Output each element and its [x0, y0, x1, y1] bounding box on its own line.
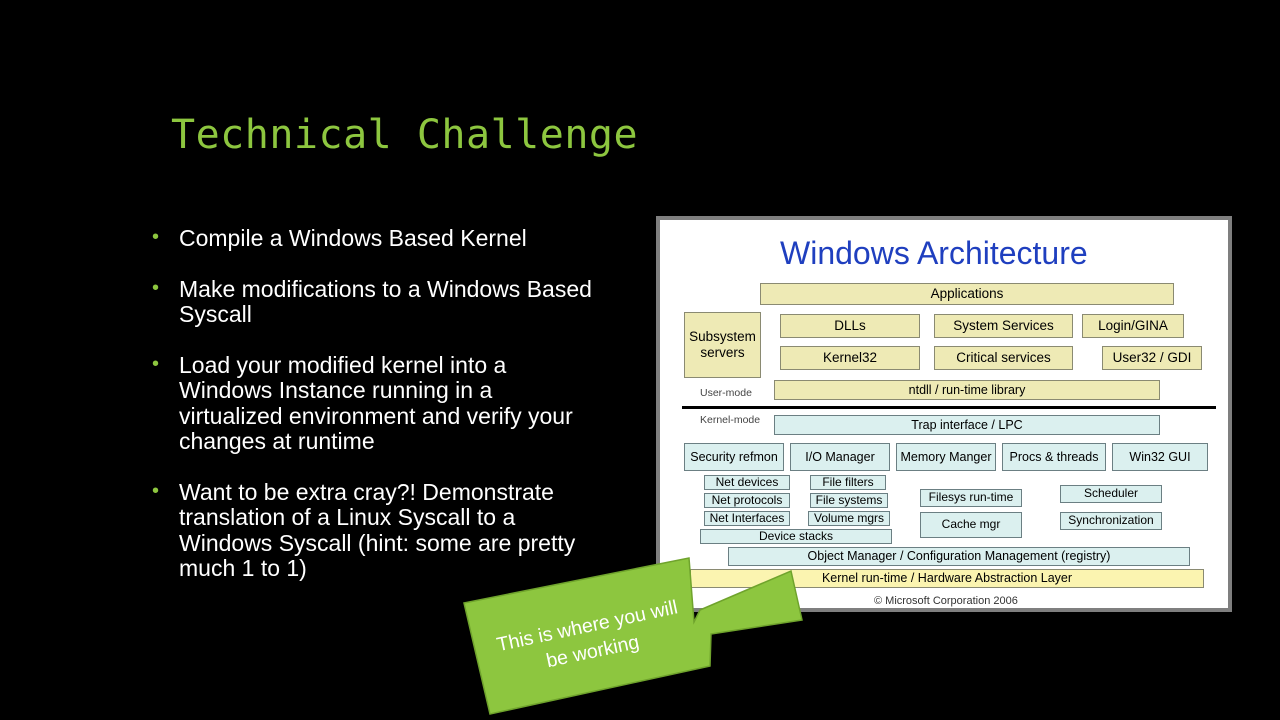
bullet-item: •Want to be extra cray?! Demonstrate tra… — [152, 478, 576, 581]
box-user32-gdi: User32 / GDI — [1102, 346, 1202, 370]
bullet-dot-icon: • — [152, 479, 160, 502]
diagram-canvas: Windows Architecture Applications Subsys… — [660, 220, 1228, 608]
bullet-item: •Load your modified kernel into a Window… — [152, 351, 573, 454]
box-kernel32: Kernel32 — [780, 346, 920, 370]
box-trap-interface: Trap interface / LPC — [774, 415, 1160, 435]
box-filesys-runtime: Filesys run-time — [920, 489, 1022, 507]
box-applications: Applications — [760, 283, 1174, 305]
bullet-item: •Compile a Windows Based Kernel — [152, 225, 527, 251]
box-login-gina: Login/GINA — [1082, 314, 1184, 338]
box-net-interfaces: Net Interfaces — [704, 511, 790, 526]
slide-title: Technical Challenge — [171, 112, 639, 158]
bullet-dot-icon: • — [152, 352, 160, 375]
box-subsystem-servers: Subsystem servers — [684, 312, 761, 378]
box-procs-threads: Procs & threads — [1002, 443, 1106, 471]
callout-arrow: This is where you will be working — [460, 518, 840, 718]
box-dlls: DLLs — [780, 314, 920, 338]
callout-arrow-icon — [463, 557, 803, 715]
box-object-manager: Object Manager / Configuration Managemen… — [728, 547, 1190, 566]
bullet-dot-icon: • — [152, 226, 160, 248]
box-memory-manger: Memory Manger — [896, 443, 996, 471]
box-security-refmon: Security refmon — [684, 443, 784, 471]
kernel-mode-label: Kernel-mode — [700, 414, 761, 426]
box-io-manager: I/O Manager — [790, 443, 890, 471]
box-device-stacks: Device stacks — [700, 529, 892, 544]
box-file-filters: File filters — [810, 475, 886, 490]
callout-arrow-shape — [463, 557, 803, 715]
windows-architecture-figure: Windows Architecture Applications Subsys… — [656, 216, 1232, 612]
mode-divider — [682, 406, 1216, 409]
box-net-devices: Net devices — [704, 475, 790, 490]
box-file-systems: File systems — [810, 493, 888, 508]
box-win32-gui: Win32 GUI — [1112, 443, 1208, 471]
box-scheduler: Scheduler — [1060, 485, 1162, 503]
box-net-protocols: Net protocols — [704, 493, 790, 508]
user-mode-label: User-mode — [700, 387, 752, 399]
copyright-text: © Microsoft Corporation 2006 — [874, 595, 1018, 607]
bullet-dot-icon: • — [152, 276, 160, 299]
box-critical-services: Critical services — [934, 346, 1073, 370]
box-volume-mgrs: Volume mgrs — [808, 511, 890, 526]
box-ntdll: ntdll / run-time library — [774, 380, 1160, 400]
box-cache-mgr: Cache mgr — [920, 512, 1022, 538]
bullet-item: •Make modifications to a Windows Based S… — [152, 275, 592, 327]
box-system-services: System Services — [934, 314, 1073, 338]
box-kernel-runtime-hal: Kernel run-time / Hardware Abstraction L… — [690, 569, 1204, 588]
diagram-title: Windows Architecture — [780, 235, 1088, 271]
box-synchronization: Synchronization — [1060, 512, 1162, 530]
bullet-list: •Compile a Windows Based Kernel •Make mo… — [152, 225, 592, 607]
